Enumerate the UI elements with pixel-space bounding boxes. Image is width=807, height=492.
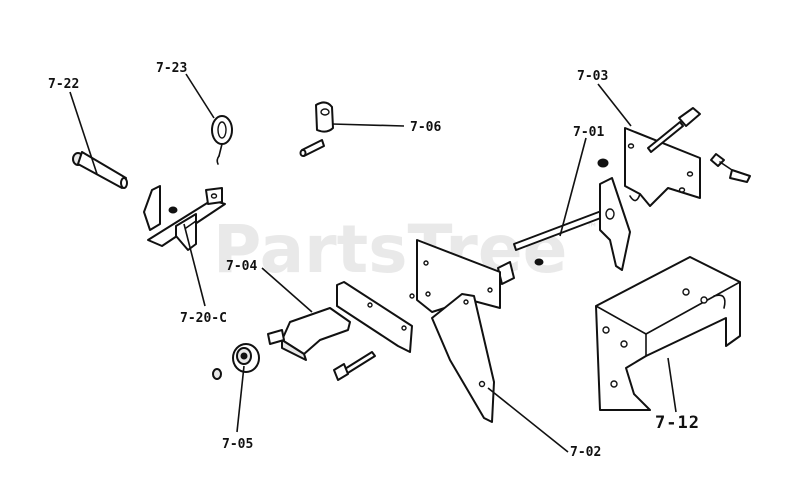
leader-7-06: [331, 123, 405, 127]
callout-7-20-c[interactable]: 7-20-C: [180, 311, 227, 326]
watermark-trademark: ™: [586, 221, 598, 235]
part-7-06-clevis-pin[interactable]: [299, 101, 334, 157]
part-7-04-plate[interactable]: [267, 281, 413, 381]
callout-7-12[interactable]: 7-12: [655, 413, 700, 433]
callout-7-03[interactable]: 7-03: [577, 69, 608, 84]
callout-7-06[interactable]: 7-06: [410, 120, 441, 135]
callout-7-02[interactable]: 7-02: [570, 445, 601, 460]
callout-7-23[interactable]: 7-23: [156, 61, 187, 76]
callout-7-22[interactable]: 7-22: [48, 77, 79, 92]
part-7-22-pin[interactable]: [72, 151, 128, 189]
leader-7-22: [69, 91, 98, 175]
leader-7-04: [261, 267, 313, 313]
callout-7-01[interactable]: 7-01: [573, 125, 604, 140]
leader-7-03: [597, 83, 632, 127]
part-7-23-eyebolt[interactable]: [211, 115, 233, 165]
leader-7-01: [559, 137, 587, 237]
leader-7-02: [487, 387, 569, 453]
leader-7-23: [185, 73, 215, 119]
leader-7-12: [667, 357, 677, 413]
part-7-05-roller[interactable]: [212, 343, 260, 380]
callout-7-04[interactable]: 7-04: [226, 259, 257, 274]
part-7-12-u-bracket[interactable]: [595, 256, 741, 411]
leader-7-20-c: [183, 223, 206, 307]
part-7-20-c-lever[interactable]: [143, 185, 226, 251]
leader-7-05: [236, 365, 245, 433]
part-7-02-support-plate[interactable]: [431, 293, 495, 423]
callout-7-05[interactable]: 7-05: [222, 437, 253, 452]
leader-lines: [69, 73, 677, 453]
callout-labels: 7-22 7-23 7-06 7-03 7-01 7-04 7-20-C 7-0…: [48, 61, 700, 460]
part-7-03-bracket[interactable]: [597, 107, 751, 207]
